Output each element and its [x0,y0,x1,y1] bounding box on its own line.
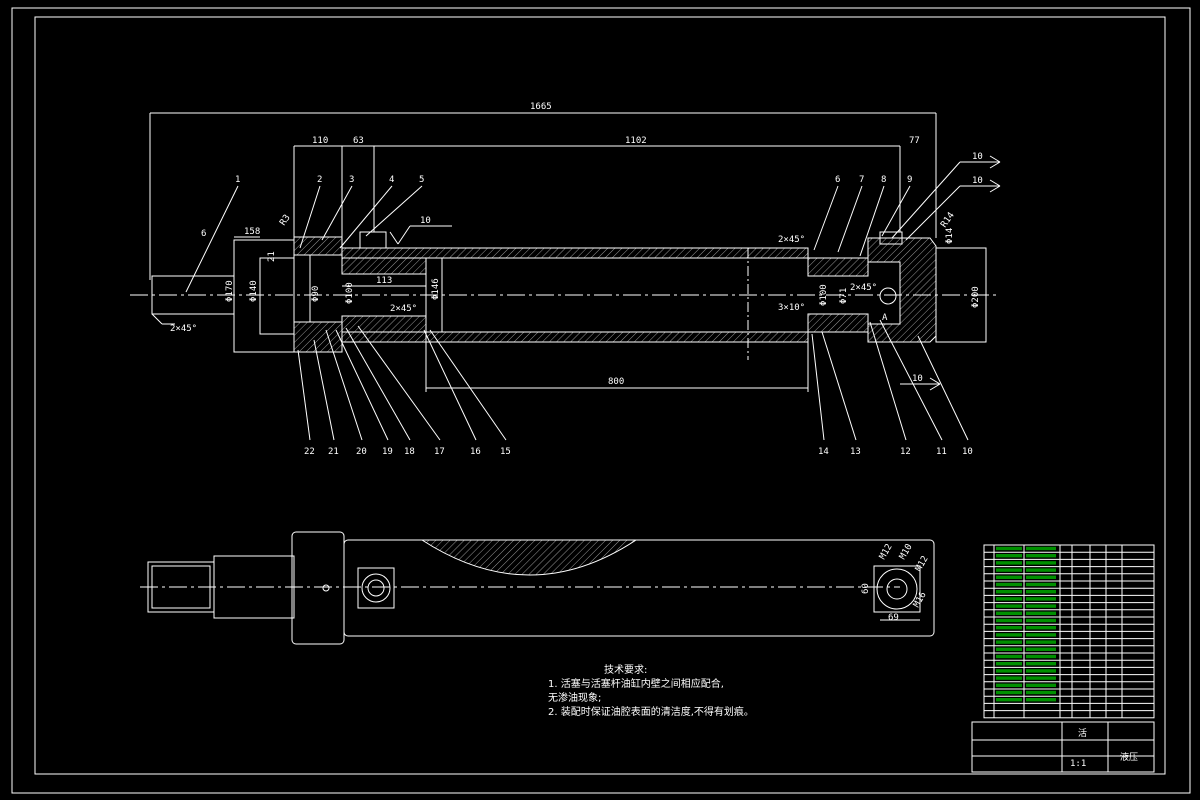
balloon-1: 1 [235,175,240,185]
barrel-bottom-wall [341,331,809,343]
dim-dia100: Φ100 [345,282,355,304]
piston [425,257,443,333]
dim-m3: M12 [914,554,931,573]
balloon-10: 10 [962,447,973,457]
notes-line-1: 1. 活塞与活塞杆油缸内壁之间相应配合, [548,679,724,690]
rod-guide [233,239,295,353]
chamfer-c: 2×45° [850,283,877,293]
technical-requirements: 技术要求: 1. 活塞与活塞杆油缸内壁之间相应配合, 无渗油现象; 2. 装配时… [548,664,754,720]
port-boss [359,231,387,249]
dim-m2: M10 [898,542,915,561]
dim-69: 69 [888,613,899,623]
barrel-cutaway [420,539,638,576]
notes-line-2: 无渗油现象; [548,693,602,704]
balloon-20: 20 [356,447,367,457]
balloon-14: 14 [818,447,829,457]
balloon-12: 12 [900,447,911,457]
balloon-6-left: 6 [201,229,206,239]
rear-piston-bottom [807,313,869,333]
dim-overall: 1665 [530,102,552,112]
main-section-view: 1665 110 63 1102 77 158 113 800 Φ170 Φ14… [130,102,1001,457]
balloon-4: 4 [389,175,394,185]
leaders-bottom [297,319,969,441]
balloon-19: 19 [382,447,393,457]
rear-port-boss [879,231,903,245]
rear-port-square [873,565,921,613]
weld-label: R3 [278,213,292,228]
title-drawing-no: 液压 [1120,751,1138,763]
title-block: 活 液压 1:1 [971,721,1155,773]
dim-dia71: Φ71 [839,288,849,304]
front-head-bottom [293,321,343,353]
balloon-7: 7 [859,175,864,185]
balloon-2: 2 [317,175,322,185]
dim-r14: R14 [939,211,957,230]
dim-158: 158 [244,227,260,237]
front-head-top [293,236,343,256]
dim-dia90: Φ90 [311,286,321,302]
chamfer-rod: 2×45° [170,324,197,334]
parts-list [983,544,1155,719]
roughness-2: 10 [972,152,983,162]
rear-piston-top [807,257,869,277]
balloon-13: 13 [850,447,861,457]
exterior-view: 69 60 M12 M10 M12 M16 [140,531,935,645]
roughness-symbols: 10 10 10 10 [389,152,1001,391]
balloon-21: 21 [328,447,339,457]
chamfer-b: 2×45° [390,304,417,314]
dim-1102: 1102 [625,136,647,146]
dim-m4: M16 [912,590,929,609]
balloon-16: 16 [470,447,481,457]
dim-m1: M12 [878,542,895,561]
balloon-9: 9 [907,175,912,185]
balloon-22: 22 [304,447,315,457]
inner-frame [34,16,1166,775]
balloon-6: 6 [835,175,840,185]
dim-63: 63 [353,136,364,146]
rear-end-cap [867,237,937,343]
leaders-top [185,161,961,293]
outer-frame [11,7,1191,794]
chamfer-a: 2×45° [778,235,805,245]
dim-800: 800 [608,377,624,387]
dim-dia14: Φ14 [945,228,955,244]
notes-title: 技术要求: [604,665,648,676]
balloon-15: 15 [500,447,511,457]
roughness-1: 10 [420,216,431,226]
chamfer-e: 3×10° [778,303,805,313]
rod-inner-bottom [341,315,427,333]
balloon-11: 11 [936,447,947,457]
dim-113: 113 [376,276,392,286]
dim-dia140: Φ140 [249,280,259,302]
dim-77: 77 [909,136,920,146]
title-name: 活 [1078,727,1087,739]
balloon-5: 5 [419,175,424,185]
barrel-exterior [343,539,935,637]
dim-110: 110 [312,136,328,146]
balloon-8: 8 [881,175,886,185]
front-flange [291,531,345,645]
barrel-top-wall [341,247,809,259]
rear-mount [935,247,987,343]
dim-dia100b: Φ100 [819,284,829,306]
roughness-3: 10 [972,176,983,186]
dim-21: 21 [267,251,277,262]
dim-60: 60 [861,583,871,594]
balloon-3: 3 [349,175,354,185]
dim-dia170: Φ170 [225,280,235,302]
dim-dia146: Φ146 [431,278,441,300]
balloon-18: 18 [404,447,415,457]
notes-line-3: 2. 装配时保证油腔表面的清洁度,不得有划痕。 [548,707,754,718]
roughness-4: 10 [912,374,923,384]
port-square [357,567,395,609]
dim-dia200: Φ200 [971,286,981,308]
rod-inner-top [341,257,427,275]
balloon-17: 17 [434,447,445,457]
title-scale: 1:1 [1070,759,1086,769]
datum-a: A [882,313,888,323]
